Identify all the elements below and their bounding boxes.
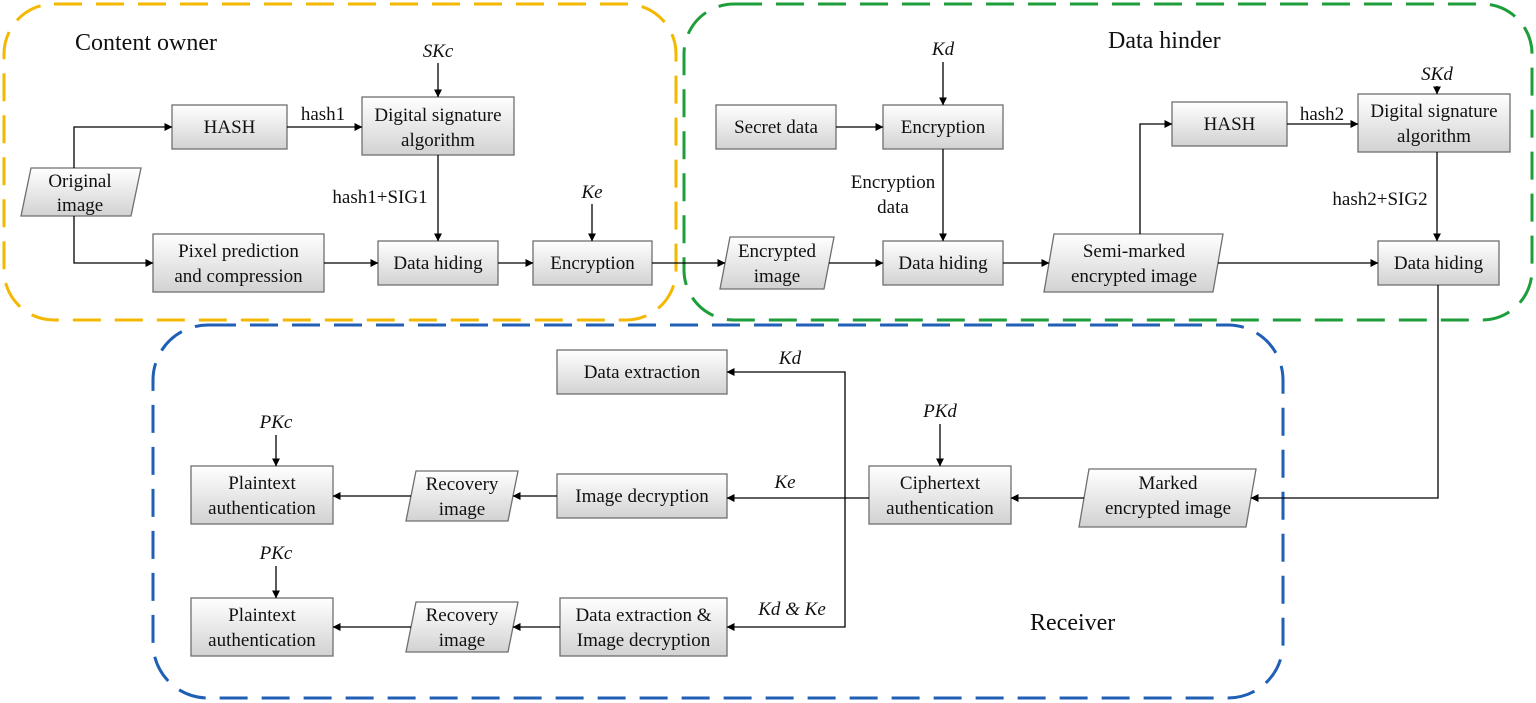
marked-encrypted-image-node [1078,468,1257,528]
hash1-label: HASH [204,117,256,138]
semi-marked-image-node [1043,233,1224,293]
encryption-data-edge-label-line2: data [877,197,909,218]
plaintext-auth1-label-line1: Plaintext [228,473,296,494]
data-extraction-box [556,349,728,395]
ke-key-receiver: Ke [773,472,795,493]
image-decryption-label: Image decryption [575,486,709,507]
receiver-region [151,323,1285,700]
encryption-data-edge-label-line1: Encryption [851,172,936,193]
hash2-label: HASH [1204,114,1256,135]
signature-algorithm1-label-line2: algorithm [401,130,475,151]
pixel-prediction-label-line2: and compression [174,266,303,287]
hash2-box [1171,101,1288,147]
extraction-decryption-label-line2: Image decryption [577,630,711,651]
hash2-sig2-edge-label: hash2+SIG2 [1332,189,1427,210]
content-owner-title: Content owner [75,30,217,56]
original-image-node [20,167,142,217]
semi-marked-label-line2: encrypted image [1071,266,1197,287]
data-hiding2-label: Data hiding [898,253,988,274]
skd-key: SKd [1421,64,1453,85]
edge-original-to-pixel [73,216,154,267]
data-hinder-region [682,2,1534,322]
extraction-decryption-box [559,597,728,657]
encryption2-box [882,104,1004,150]
data-hiding1-label: Data hiding [393,253,483,274]
pkc-key-1: PKc [259,412,293,433]
encryption2-label: Encryption [901,117,986,138]
hash2-edge-label: hash2 [1300,104,1344,125]
ciphertext-auth-box [868,465,1012,525]
recovery-image1-label-line2: image [439,499,485,520]
recovery-image1-label-line1: Recovery [426,474,499,495]
extraction-decryption-label-line1: Data extraction & [575,605,711,626]
recovery-image2-label-line2: image [439,630,485,651]
encrypted-image-node [719,236,835,290]
recovery-image2-label-line1: Recovery [426,605,499,626]
signature-algorithm2-label-line2: algorithm [1397,126,1471,147]
encrypted-image-label-line1: Encrypted [738,241,817,262]
kd-key-receiver: Kd [778,348,802,369]
pkc-key-2: PKc [259,543,293,564]
pkd-key: PKd [922,401,957,422]
kd-ke-key: Kd & Ke [757,599,826,620]
ciphertext-auth-label-line1: Ciphertext [900,473,981,494]
receiver-title: Receiver [1030,610,1115,636]
plaintext-auth2-label-line2: authentication [208,630,316,651]
plaintext-auth1-label-line2: authentication [208,498,316,519]
content-owner-region [2,2,678,322]
edge-to-extraction-decryption [726,498,846,631]
encrypted-image-label-line2: image [754,266,800,287]
edge-semi-marked-to-hash2 [1139,120,1173,234]
original-image-label-line1: Original [48,171,111,192]
encryption1-label: Encryption [550,253,635,274]
edge-original-to-hash1 [73,123,173,168]
hash1-edge-label: hash1 [301,104,345,125]
recovery-image2-node [405,601,519,653]
plaintext-auth2-box [190,597,334,657]
edge-to-data-extraction [726,368,846,498]
marked-image-label-line2: encrypted image [1105,498,1231,519]
data-hiding2-box [882,240,1004,286]
ke-key-top: Ke [580,182,602,203]
original-image-label-line2: image [57,195,103,216]
marked-image-label-line1: Marked [1138,473,1198,494]
data-hinder-title: Data hinder [1108,28,1221,54]
data-hiding3-label: Data hiding [1394,253,1484,274]
plaintext-auth2-label-line1: Plaintext [228,605,296,626]
secret-data-label: Secret data [734,117,818,138]
signature-algorithm2-box [1357,93,1511,153]
signature-algorithm1-label-line1: Digital signature [374,105,501,126]
encryption1-box [532,240,653,286]
ciphertext-auth-label-line2: authentication [886,498,994,519]
edge-data-hiding3-to-marked-image [1250,285,1439,502]
hash1-sig1-edge-label: hash1+SIG1 [332,187,427,208]
data-extraction-label: Data extraction [584,362,701,383]
plaintext-auth1-box [190,465,334,525]
recovery-image1-node [405,470,519,522]
data-hiding3-box [1377,240,1500,286]
kd-key-top: Kd [931,39,955,60]
image-decryption-box [556,473,728,519]
semi-marked-label-line1: Semi-marked [1083,241,1186,262]
pixel-prediction-label-line1: Pixel prediction [178,241,299,262]
signature-algorithm2-label-line1: Digital signature [1370,101,1497,122]
skc-key: SKc [423,41,454,62]
